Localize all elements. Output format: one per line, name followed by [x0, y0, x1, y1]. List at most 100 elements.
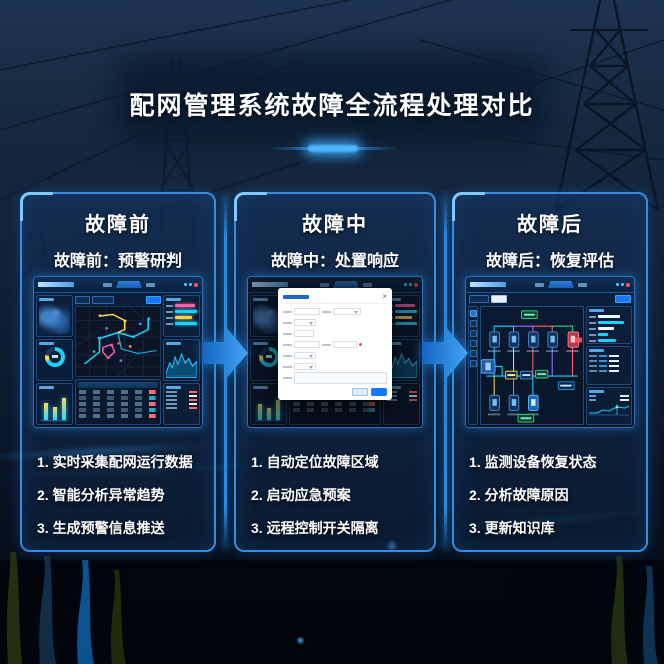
- row-label: [589, 398, 596, 401]
- rank-bar: [175, 304, 195, 307]
- rank-bar: [175, 310, 197, 313]
- title-backdrop: [134, 74, 530, 128]
- nav-tab: [320, 282, 329, 287]
- sparkline: [589, 403, 630, 416]
- widget-title-bar: [589, 349, 604, 353]
- row-label: [166, 304, 173, 307]
- dashboard-header-icons: [616, 282, 630, 287]
- progress-row: [589, 339, 629, 342]
- nav-tab: [578, 282, 587, 287]
- page-title: 配网管理系统故障全流程处理对比: [129, 92, 535, 120]
- stat-value: [609, 370, 619, 373]
- row-label: [589, 423, 596, 424]
- widget-title-bar: [166, 386, 181, 389]
- gauge-center: [262, 351, 275, 363]
- row-value: [189, 403, 197, 405]
- step-item: 1. 监测设备恢复状态: [469, 454, 597, 470]
- trend-area-widget: [163, 339, 200, 381]
- stat-row: [589, 355, 629, 358]
- screenshot-topology-dashboard: [465, 276, 635, 428]
- map-toolbar: [75, 295, 161, 304]
- field-label: [283, 365, 292, 368]
- glow-dot: [296, 636, 305, 645]
- arrow-shape: [202, 327, 248, 379]
- fault-flag: [575, 337, 583, 343]
- form-row: [283, 306, 387, 317]
- row-label: [166, 403, 177, 405]
- panel-divider-line: [444, 194, 447, 550]
- stat-value: [609, 365, 619, 368]
- row-label: [166, 407, 177, 409]
- table-row: [293, 408, 377, 412]
- close-icon: ×: [382, 291, 387, 301]
- progress-bar: [598, 327, 614, 330]
- row-label: [589, 333, 596, 336]
- progress-row: [589, 327, 629, 330]
- row-value: [620, 423, 629, 424]
- row-label: [166, 395, 177, 397]
- row-label: [166, 391, 177, 393]
- screenshot-grid-monitoring-dashboard: [33, 276, 203, 428]
- stat-label: [589, 365, 597, 368]
- toolbar-button: [146, 295, 161, 304]
- rank-bar: [395, 304, 415, 307]
- stat-row: [589, 360, 629, 363]
- dashboard-logo-text: [470, 282, 506, 287]
- step-item: 1. 自动定位故障区域: [251, 454, 379, 470]
- field-label: [322, 310, 331, 313]
- area-chart-canvas: [165, 352, 198, 379]
- stat-value-blue: [599, 355, 607, 358]
- dropdown-chip: [491, 294, 507, 303]
- nav-tab-active: [333, 281, 359, 288]
- stage-subtitle: 故障中：处置响应: [270, 253, 399, 270]
- step-item: 2. 分析故障原因: [469, 487, 569, 503]
- field-label: [283, 310, 292, 313]
- stage-panel-after: 故障后 故障后：恢复评估: [452, 192, 648, 552]
- stat-value-blue: [599, 365, 607, 368]
- left-widgets: [36, 295, 73, 425]
- widget-title-bar: [386, 298, 401, 301]
- tool-icon-strip: [468, 306, 478, 425]
- screenshot-dashboard-with-dialog: ×: [247, 276, 423, 428]
- dashboard-nav-tabs: [291, 281, 401, 288]
- step-item: 3. 更新知识库: [469, 520, 555, 536]
- dashboard-body: [34, 293, 202, 427]
- stat-row: [589, 365, 629, 368]
- field-label: [283, 343, 292, 346]
- row-label: [386, 399, 397, 401]
- mini-dashboard: [34, 277, 202, 427]
- list-row: [166, 399, 197, 401]
- stat-value-blue: [599, 370, 607, 373]
- dashboard-header: [34, 277, 202, 293]
- flow-arrow-before-to-during: [202, 327, 248, 379]
- tool-icon: [469, 320, 477, 327]
- row-value: [409, 399, 417, 401]
- filter-chip: [469, 294, 489, 303]
- dialog-cancel-button: [352, 388, 368, 396]
- progress-bar: [598, 321, 624, 324]
- stat-value-blue: [599, 360, 607, 363]
- rank-bar: [395, 310, 417, 313]
- rank-row: [166, 310, 197, 313]
- step-item: 3. 远程控制开关隔离: [251, 520, 379, 536]
- form-row: [283, 350, 387, 361]
- progress-bar: [598, 315, 620, 318]
- glow-bars: [255, 392, 282, 421]
- action-button: [615, 294, 631, 303]
- stage-title: 故障后: [517, 214, 583, 236]
- row-value: [620, 394, 629, 397]
- row-label: [166, 316, 173, 319]
- arrow-shape: [422, 327, 468, 379]
- step-list: 1. 监测设备恢复状态 2. 分析故障原因 3. 更新知识库: [469, 446, 597, 545]
- status-dot-icon: [616, 283, 619, 286]
- row-label: [166, 399, 177, 401]
- device-markers: [92, 314, 150, 362]
- recovery-progress-widget: [586, 306, 632, 345]
- stage-panel-before: 故障前 故障前：预警研判: [20, 192, 216, 552]
- alerts-table: [75, 379, 161, 425]
- select-input: [294, 352, 316, 359]
- right-widgets: [586, 306, 632, 425]
- status-dot-icon: [409, 283, 412, 286]
- field-label: [283, 354, 292, 357]
